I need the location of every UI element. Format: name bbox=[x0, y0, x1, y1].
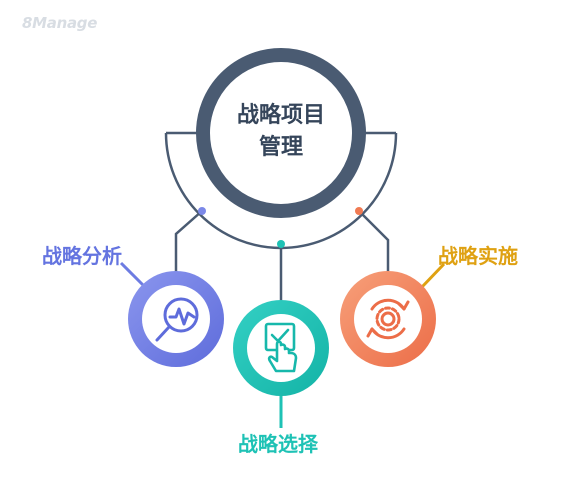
connector-right bbox=[358, 210, 390, 283]
center-title: 战略项目 管理 bbox=[216, 100, 346, 164]
dot-left bbox=[198, 207, 206, 215]
dot-right bbox=[355, 207, 363, 215]
node-right bbox=[340, 271, 436, 367]
gear-cycle-icon bbox=[366, 298, 410, 340]
magnifier-chart-icon bbox=[155, 297, 199, 342]
label-strategy-analysis: 战略分析 bbox=[42, 244, 122, 268]
label-strategy-implementation: 战略实施 bbox=[438, 244, 518, 268]
watermark-logo: 8Manage bbox=[22, 14, 98, 32]
pointer-left bbox=[119, 261, 148, 290]
hub-circle bbox=[196, 48, 366, 218]
connectors bbox=[174, 210, 390, 306]
label-strategy-selection: 战略选择 bbox=[238, 432, 318, 456]
center-title-line2: 管理 bbox=[258, 135, 303, 160]
touch-check-icon bbox=[264, 322, 298, 373]
dot-middle bbox=[277, 240, 285, 248]
connector-left bbox=[174, 210, 203, 283]
node-left bbox=[128, 271, 224, 367]
pointer-right bbox=[419, 262, 446, 290]
center-title-line1: 战略项目 bbox=[236, 103, 325, 128]
node-middle bbox=[233, 300, 329, 396]
